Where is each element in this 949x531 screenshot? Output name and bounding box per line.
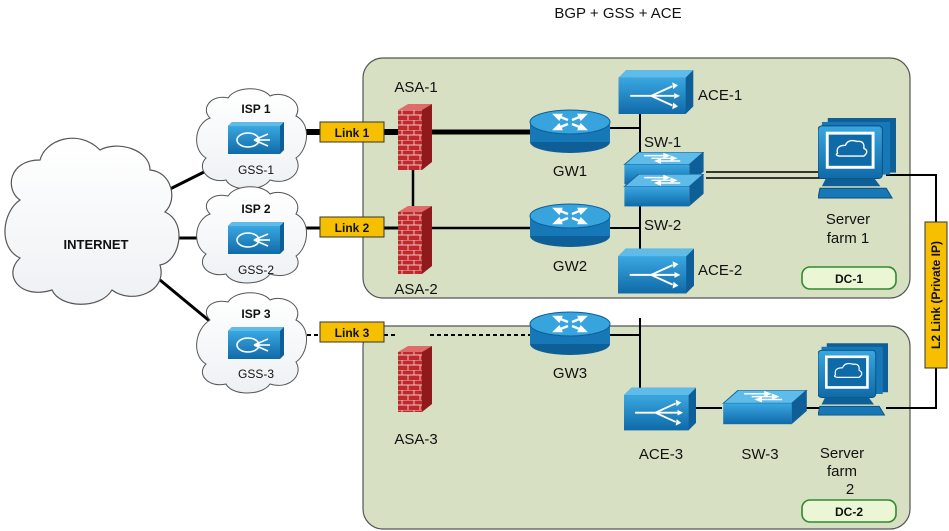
sw-3-label: SW-3: [741, 446, 778, 463]
link-3-box: Link 3: [319, 321, 385, 343]
server-farm-2-line1: Server: [820, 445, 864, 462]
isp-3-label: ISP 3: [241, 307, 270, 321]
ace-2-label: ACE-2: [698, 262, 742, 279]
gw1-label: GW1: [553, 163, 587, 180]
ace-2-icon: [618, 248, 694, 294]
dc-1-badge: DC-1: [801, 266, 897, 290]
gss-2-label: GSS-2: [238, 263, 274, 277]
asa-3-label: ASA-3: [394, 431, 437, 448]
isp-cloud-3: ISP 3 GSS-3: [196, 292, 307, 394]
gss-3-label: GSS-3: [238, 367, 274, 381]
gw2-router-icon: [528, 202, 612, 248]
gw3-router-icon: [528, 310, 612, 356]
sw-3-switch-icon: [722, 390, 808, 425]
isp-2-label: ISP 2: [241, 202, 270, 216]
link-3-label: Link 3: [335, 326, 370, 340]
asa-2-firewall-icon: [398, 206, 432, 274]
isp-cloud-2: ISP 2 GSS-2: [196, 186, 307, 284]
asa-1-firewall-icon: [398, 104, 432, 170]
ace-3-label: ACE-3: [639, 446, 683, 463]
gw2-label: GW2: [553, 258, 587, 275]
diagram-title: BGP + GSS + ACE: [554, 5, 681, 22]
l2-link-box: L2 Link (Private IP): [924, 221, 948, 369]
internet-cloud: INTERNET: [4, 137, 180, 305]
link-2-box: Link 2: [319, 216, 385, 238]
server-farm-1-line2: farm 1: [827, 230, 870, 247]
asa-1-label: ASA-1: [394, 79, 437, 96]
asa-3-firewall-icon: [398, 346, 432, 412]
server-farm-1-line1: Server: [826, 211, 870, 228]
sw-1-label: SW-1: [644, 134, 681, 151]
gw3-label: GW3: [553, 365, 587, 382]
ace-1-label: ACE-1: [698, 87, 742, 104]
isp-1-label: ISP 1: [241, 102, 270, 116]
isp-cloud-1: ISP 1 GSS-1: [196, 88, 307, 190]
asa-2-label: ASA-2: [394, 281, 437, 298]
link-1-label: Link 1: [335, 126, 370, 140]
gss-2-icon: [228, 222, 284, 254]
sw-2-label: SW-2: [644, 217, 681, 234]
internet-label: INTERNET: [64, 237, 129, 252]
dc-2-label: DC-2: [835, 505, 863, 519]
gss-1-icon: [228, 122, 284, 154]
link-1-box: Link 1: [319, 121, 385, 143]
dc-2-badge: DC-2: [801, 499, 897, 523]
sw-2-switch-icon: [623, 174, 705, 208]
ace-3-icon: [624, 386, 696, 432]
server-farm-2-line2: farm: [827, 463, 857, 480]
ace-1-icon: [618, 70, 694, 114]
dc-1-label: DC-1: [835, 272, 863, 286]
l2-link-label: L2 Link (Private IP): [929, 241, 943, 349]
gw1-router-icon: [528, 108, 612, 154]
link-2-label: Link 2: [335, 221, 370, 235]
server-farm-2-line3: 2: [846, 481, 854, 498]
gss-1-label: GSS-1: [238, 163, 274, 177]
gss-3-icon: [228, 327, 284, 359]
